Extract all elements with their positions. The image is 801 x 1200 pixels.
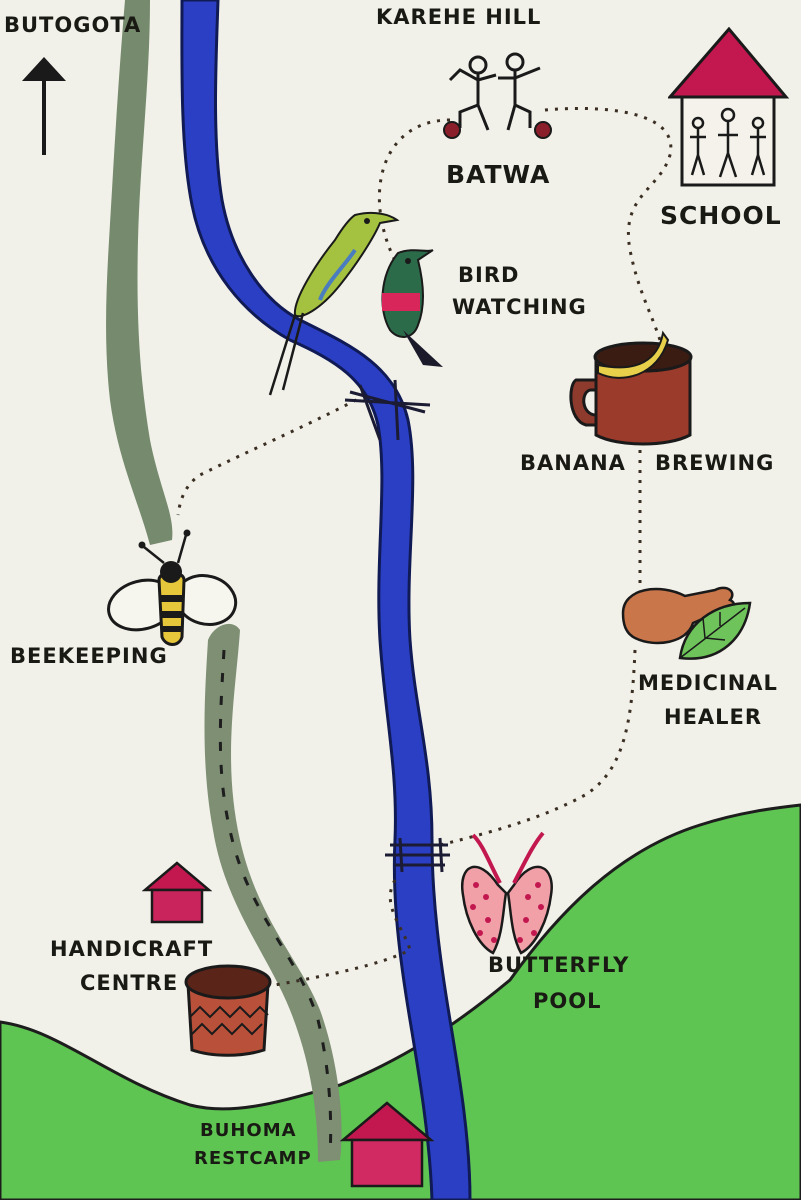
trail-healer-butterfly — [439, 649, 637, 847]
trail-river-bee — [176, 393, 366, 516]
label-batwa: BATWA — [446, 160, 551, 189]
label-beekeeping: BEEKEEPING — [10, 644, 168, 668]
label-buhoma: BUHOMA — [200, 1120, 297, 1141]
label-healer: HEALER — [664, 705, 763, 729]
label-medicinal: MEDICINAL — [638, 671, 778, 695]
trail-batwa-loop — [377, 118, 451, 301]
pot-icon — [184, 964, 272, 1057]
road-lower — [204, 623, 342, 1162]
label-school: SCHOOL — [660, 201, 782, 230]
butterfly-icon — [460, 831, 553, 955]
hut-icon — [142, 861, 212, 924]
label-watching: WATCHING — [452, 295, 587, 319]
north-arrow-icon — [22, 57, 66, 155]
river — [180, 0, 472, 1200]
sunbird-icon — [381, 249, 443, 367]
bridge-icon — [344, 379, 450, 873]
label-restcamp: RESTCAMP — [194, 1148, 312, 1169]
label-butterfly: BUTTERFLY — [488, 953, 630, 977]
label-pool: POOL — [533, 989, 602, 1013]
house-icon — [340, 1101, 435, 1188]
label-butogota: BUTOGOTA — [4, 13, 142, 37]
label-handicraft: HANDICRAFT — [50, 937, 214, 961]
bird-icon — [268, 211, 400, 396]
road-upper — [106, 0, 173, 545]
school-icon — [668, 26, 790, 187]
leaf-icon — [678, 601, 752, 660]
label-bird: BIRD — [458, 263, 520, 287]
label-banana: BANANA — [520, 451, 626, 475]
label-brewing: BREWING — [655, 451, 775, 475]
road-centerline — [218, 649, 333, 1156]
trails — [176, 106, 673, 987]
bee-icon — [107, 529, 238, 646]
dancers-icon — [443, 52, 552, 139]
label-centre: CENTRE — [80, 971, 179, 995]
banana-mug-icon — [569, 330, 693, 446]
label-karehe-hill: KAREHE HILL — [376, 5, 542, 29]
